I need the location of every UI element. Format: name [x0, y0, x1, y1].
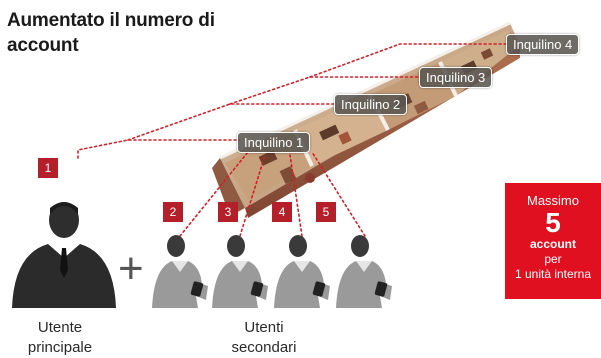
max-box-number: 5: [545, 207, 561, 238]
secondary-user-icon: [152, 235, 208, 308]
badge-2: 2: [163, 202, 183, 222]
secondary-user-icon: [336, 235, 392, 308]
main-user-icon: [12, 202, 116, 308]
badge-3: 3: [218, 202, 238, 222]
max-accounts-box: Massimo 5 account per 1 unità interna: [505, 183, 601, 299]
tenant-label-4: Inquilino 4: [506, 34, 580, 55]
plus-sign: +: [118, 244, 144, 293]
secondary-users-caption: Utenti secondari: [231, 319, 297, 356]
max-box-line1: Massimo: [526, 193, 579, 208]
max-box-line3: account: [529, 237, 576, 251]
page-title: Aumentato il numero di account: [7, 10, 215, 56]
main-user-caption: Utente principale: [27, 319, 93, 356]
badge-5: 5: [316, 202, 336, 222]
max-box-line5: 1 unità interna: [514, 267, 592, 281]
max-box-line4: per: [544, 252, 562, 266]
tenant-label-1: Inquilino 1: [237, 132, 311, 153]
badge-4: 4: [272, 202, 292, 222]
badge-1: 1: [38, 158, 58, 178]
tenant-label-3: Inquilino 3: [419, 67, 493, 88]
tenant-label-2: Inquilino 2: [334, 94, 408, 115]
secondary-user-icon: [212, 235, 268, 308]
secondary-user-icon: [274, 235, 330, 308]
